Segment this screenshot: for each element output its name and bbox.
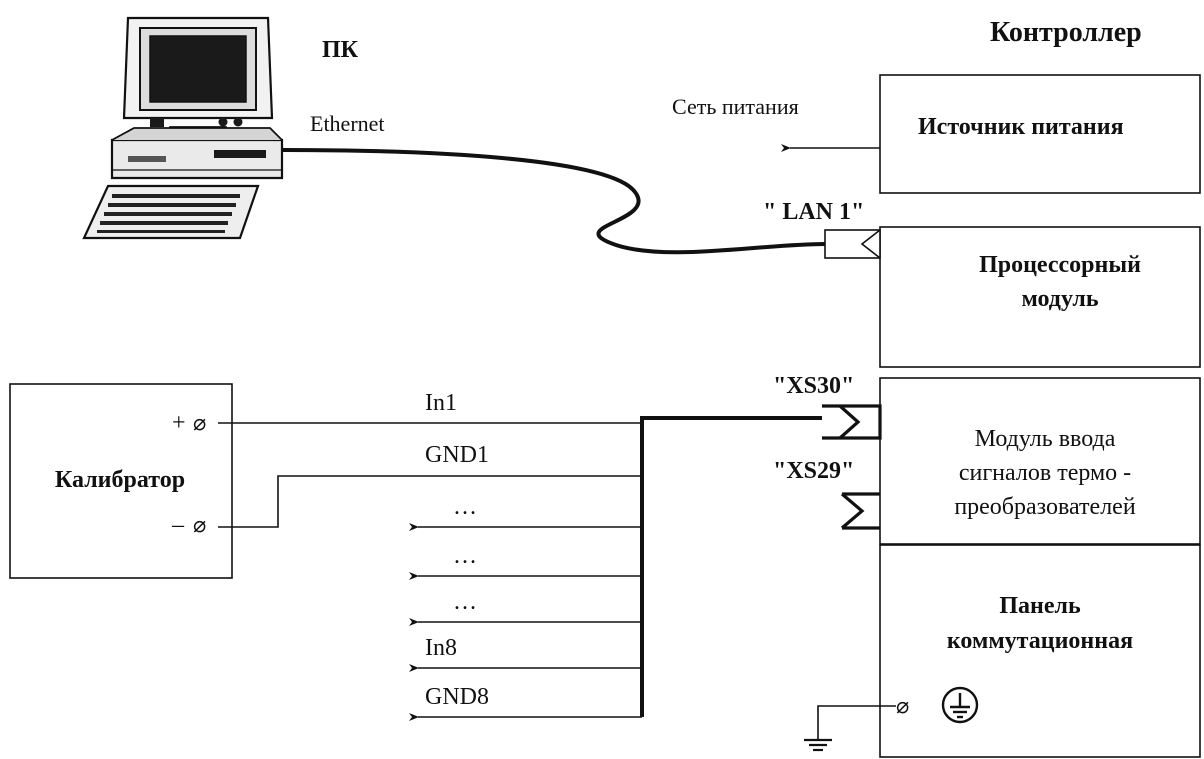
lan1-connector-icon	[824, 229, 881, 259]
processor-label-line2: модуль	[1021, 286, 1098, 312]
gnd8-label: GND8	[425, 684, 489, 710]
pc-icon	[82, 16, 284, 240]
calibrator-label: Калибратор	[55, 467, 185, 493]
dots-label-2: …	[453, 543, 477, 569]
pc-label: ПК	[322, 37, 359, 63]
ethernet-label: Ethernet	[310, 111, 385, 136]
panel-label-line1: Панель	[999, 593, 1081, 619]
ground-wire	[817, 705, 896, 740]
ground-terminal-symbol: ⌀	[896, 694, 909, 719]
xs30-connector-icon	[822, 404, 882, 440]
calibrator-plus-terminal: ⌀	[193, 411, 206, 436]
controller-title: Контроллер	[990, 17, 1142, 48]
dots-label-3: …	[453, 589, 477, 615]
processor-label-line1: Процессорный	[979, 252, 1141, 278]
xs29-connector-icon	[840, 492, 880, 530]
input-module-block	[879, 377, 1201, 545]
calibrator-block	[9, 383, 233, 579]
xs29-port-label: "XS29"	[773, 458, 854, 484]
power-supply-label: Источник питания	[918, 114, 1124, 140]
calibrator-plus-sign: +	[172, 410, 186, 436]
power-supply-block	[879, 74, 1201, 194]
switching-panel-block	[879, 544, 1201, 758]
dots-label-1: …	[453, 494, 477, 520]
in1-label: In1	[425, 390, 457, 416]
processor-module-block	[879, 226, 1201, 368]
in8-label: In8	[425, 635, 457, 661]
ethernet-cable	[282, 148, 826, 255]
input-module-line3: преобразователей	[954, 494, 1136, 520]
lan1-port-label: " LAN 1"	[763, 199, 864, 225]
calibrator-minus-sign: –	[171, 512, 185, 538]
input-module-line1: Модуль ввода	[975, 426, 1116, 452]
protective-earth-icon	[941, 686, 979, 724]
input-module-line2: сигналов термо -	[959, 460, 1131, 486]
calibrator-minus-terminal: ⌀	[193, 513, 206, 538]
power-network-label: Сеть питания	[672, 94, 799, 119]
ground-icon	[804, 738, 832, 752]
panel-label-line2: коммутационная	[947, 628, 1133, 654]
signal-bus	[640, 416, 822, 717]
xs30-port-label: "XS30"	[773, 373, 854, 399]
gnd1-wire	[218, 475, 642, 528]
gnd1-label: GND1	[425, 442, 489, 468]
